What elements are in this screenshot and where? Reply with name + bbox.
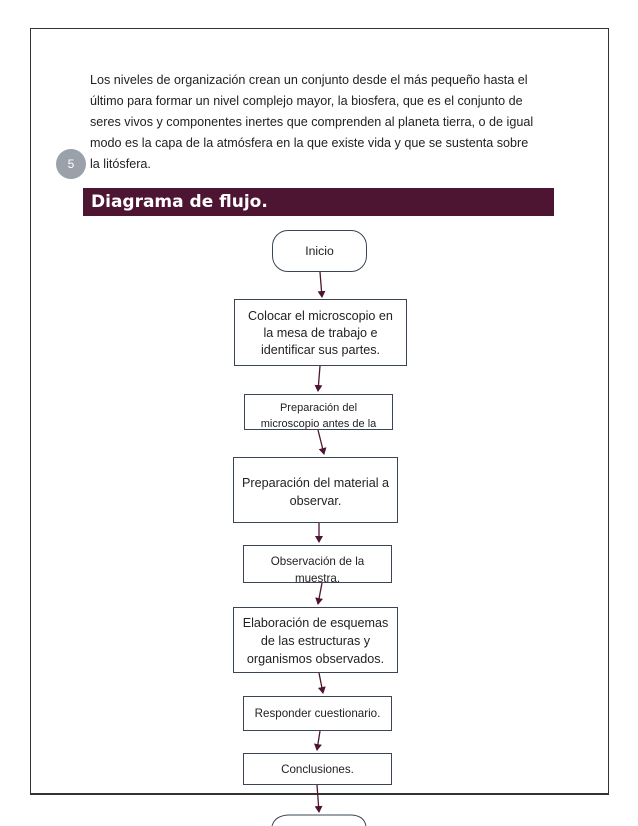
section-heading-bar: Diagrama de flujo. bbox=[83, 188, 554, 216]
intro-paragraph: Los niveles de organización crean un con… bbox=[90, 73, 534, 171]
arrow-step2-step3 bbox=[317, 429, 327, 455]
flow-step-7: Conclusiones. bbox=[243, 753, 392, 785]
flow-step-1-label: Colocar el microscopio en la mesa de tra… bbox=[248, 309, 393, 357]
flow-step-7-label: Conclusiones. bbox=[281, 763, 354, 776]
flow-step-6: Responder cuestionario. bbox=[243, 696, 392, 731]
arrow-step5-step6 bbox=[317, 672, 326, 694]
arrow-step6-step7 bbox=[313, 730, 322, 751]
flow-step-5-label: Elaboración de esquemas de las estructur… bbox=[242, 616, 389, 666]
flow-step-3-label: Preparación del material a observar. bbox=[242, 476, 390, 508]
flow-step-2: Preparación del microscopio antes de la bbox=[244, 394, 393, 430]
flow-start-terminal: Inicio bbox=[272, 230, 367, 272]
page-number-badge: 5 bbox=[56, 149, 86, 179]
section-heading: Diagrama de flujo. bbox=[91, 192, 268, 212]
end-terminal-partial bbox=[271, 814, 367, 826]
arrow-start-step1 bbox=[317, 271, 326, 298]
arrow-step1-step2 bbox=[314, 365, 323, 392]
flow-step-2-label: Preparación del microscopio antes de la bbox=[260, 402, 377, 430]
arrow-step7-end bbox=[314, 784, 323, 813]
page-bottom-rule bbox=[30, 794, 609, 795]
page-frame bbox=[30, 28, 609, 794]
flow-step-4: Observación de la muestra. bbox=[243, 545, 392, 583]
flow-start-label: Inicio bbox=[305, 244, 334, 258]
flow-step-3: Preparación del material a observar. bbox=[233, 457, 398, 523]
flow-step-4-label: Observación de la muestra. bbox=[270, 555, 365, 583]
flow-step-1: Colocar el microscopio en la mesa de tra… bbox=[234, 299, 407, 366]
arrow-step4-step5 bbox=[315, 582, 324, 605]
flow-step-5: Elaboración de esquemas de las estructur… bbox=[233, 607, 398, 673]
flow-step-6-label: Responder cuestionario. bbox=[254, 707, 381, 720]
